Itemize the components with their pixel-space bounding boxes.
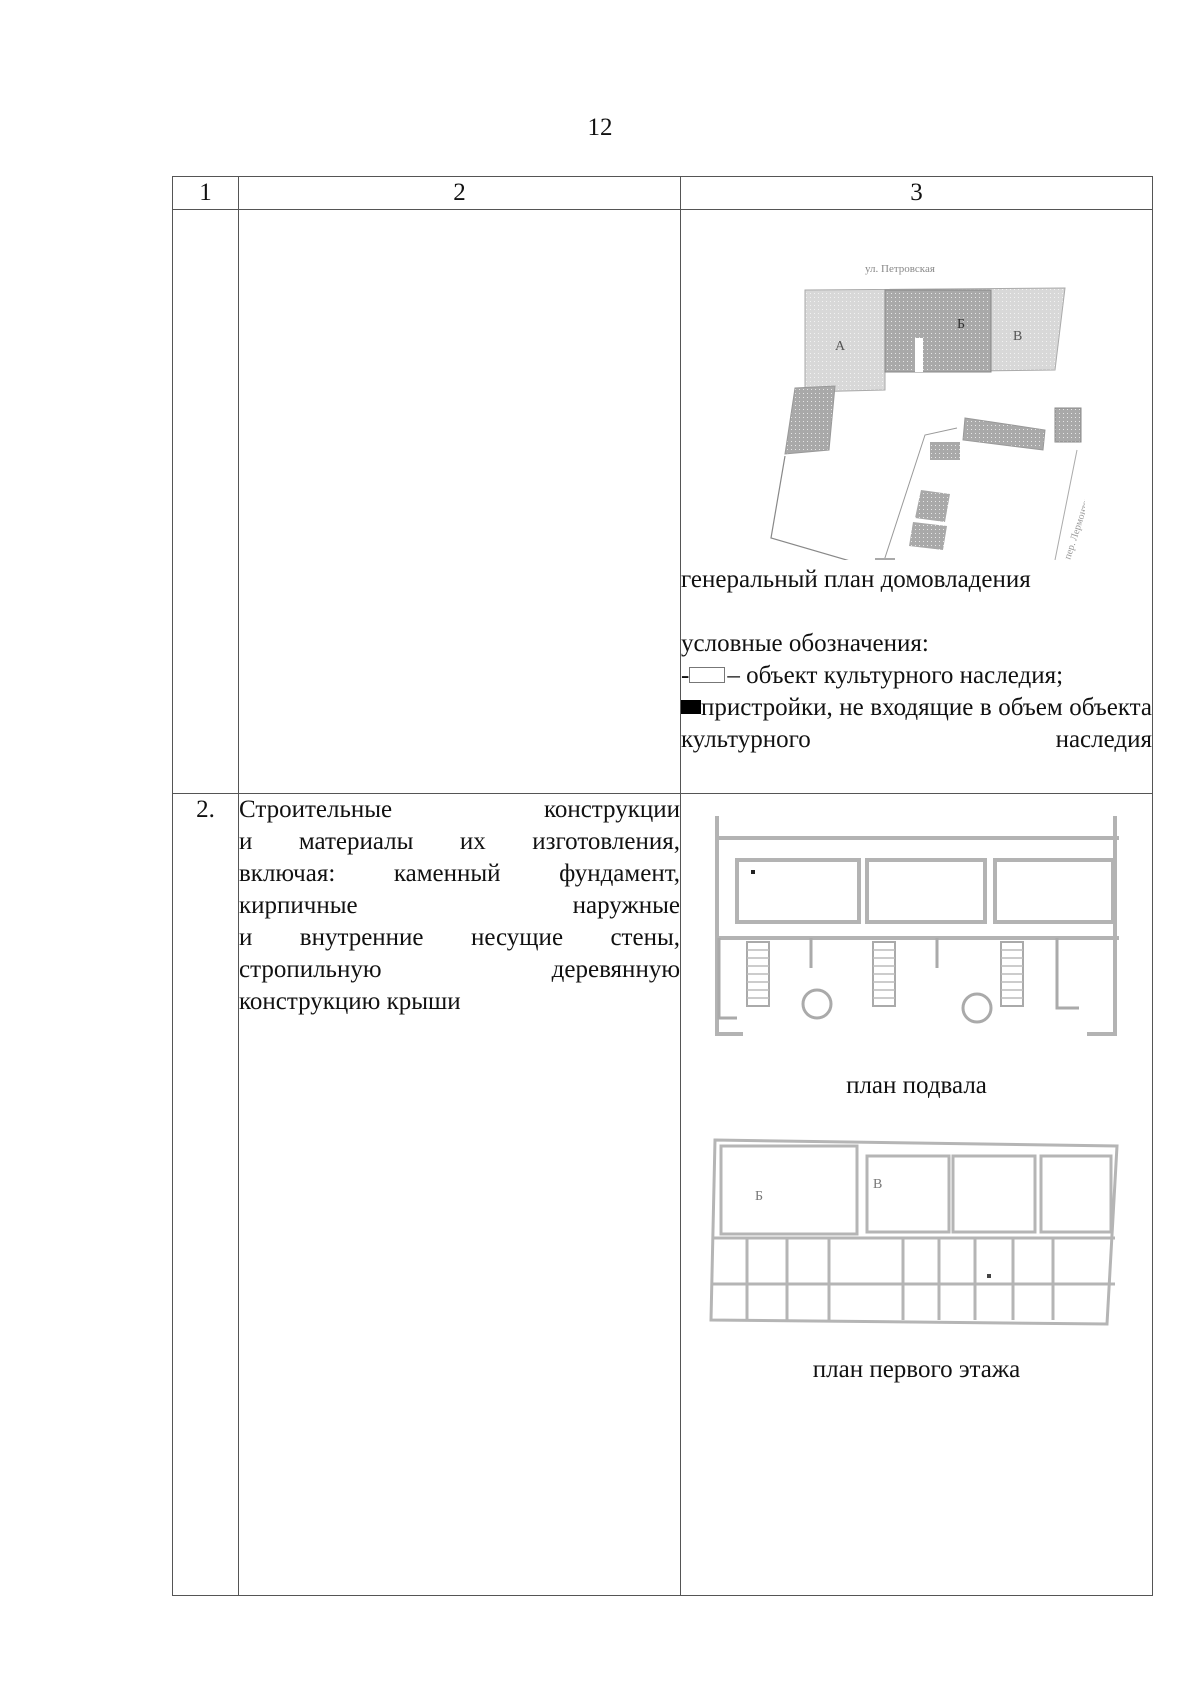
row-number xyxy=(172,209,239,794)
site-plan-image: ул. Петровская А Б В xyxy=(725,260,1085,560)
svg-text:Б: Б xyxy=(755,1189,763,1204)
legend-item-heritage: -– объект культурного наследия; xyxy=(681,660,1152,692)
site-plan-caption: генеральный план домовладения xyxy=(681,566,1031,593)
row-description xyxy=(238,209,681,794)
legend-item-extensions: пристройки, не входящие в объем объекта … xyxy=(681,694,1152,753)
page-number: 12 xyxy=(587,114,613,141)
table-header-row: 1 2 3 xyxy=(172,176,1153,210)
svg-text:В: В xyxy=(1013,329,1022,344)
filled-rect-icon xyxy=(681,700,701,715)
svg-text:ул. Петровская: ул. Петровская xyxy=(865,263,935,275)
row-figures: ул. Петровская А Б В xyxy=(680,209,1153,794)
svg-text:В: В xyxy=(873,1177,882,1192)
row-description: Строительные конструкции и материалы их … xyxy=(238,793,681,1596)
row-number: 2. xyxy=(172,793,239,1596)
legend-dash: - xyxy=(681,662,690,689)
svg-text:Б: Б xyxy=(957,317,965,332)
heritage-table: 1 2 3 ул. Петровская xyxy=(172,176,1153,1596)
first-floor-plan-image: Б В xyxy=(707,1134,1127,1330)
first-floor-plan-caption: план первого этажа xyxy=(812,1356,1021,1383)
table-row: ул. Петровская А Б В xyxy=(172,209,1153,794)
basement-plan-caption: план подвала xyxy=(846,1072,987,1099)
basement-plan-image xyxy=(707,808,1127,1040)
label-a: А xyxy=(835,339,846,354)
row-figures: план подвала xyxy=(680,793,1153,1596)
svg-text:пер. Лермонтовский: пер. Лермонтовский xyxy=(1062,475,1085,560)
header-col-2: 2 xyxy=(238,176,681,210)
empty-rect-icon xyxy=(689,667,726,684)
legend-title: условные обозначения: xyxy=(681,630,929,657)
table-row: 2. Строительные конструкции и материалы … xyxy=(172,793,1153,1596)
header-col-3: 3 xyxy=(680,176,1153,210)
header-col-1: 1 xyxy=(172,176,239,210)
